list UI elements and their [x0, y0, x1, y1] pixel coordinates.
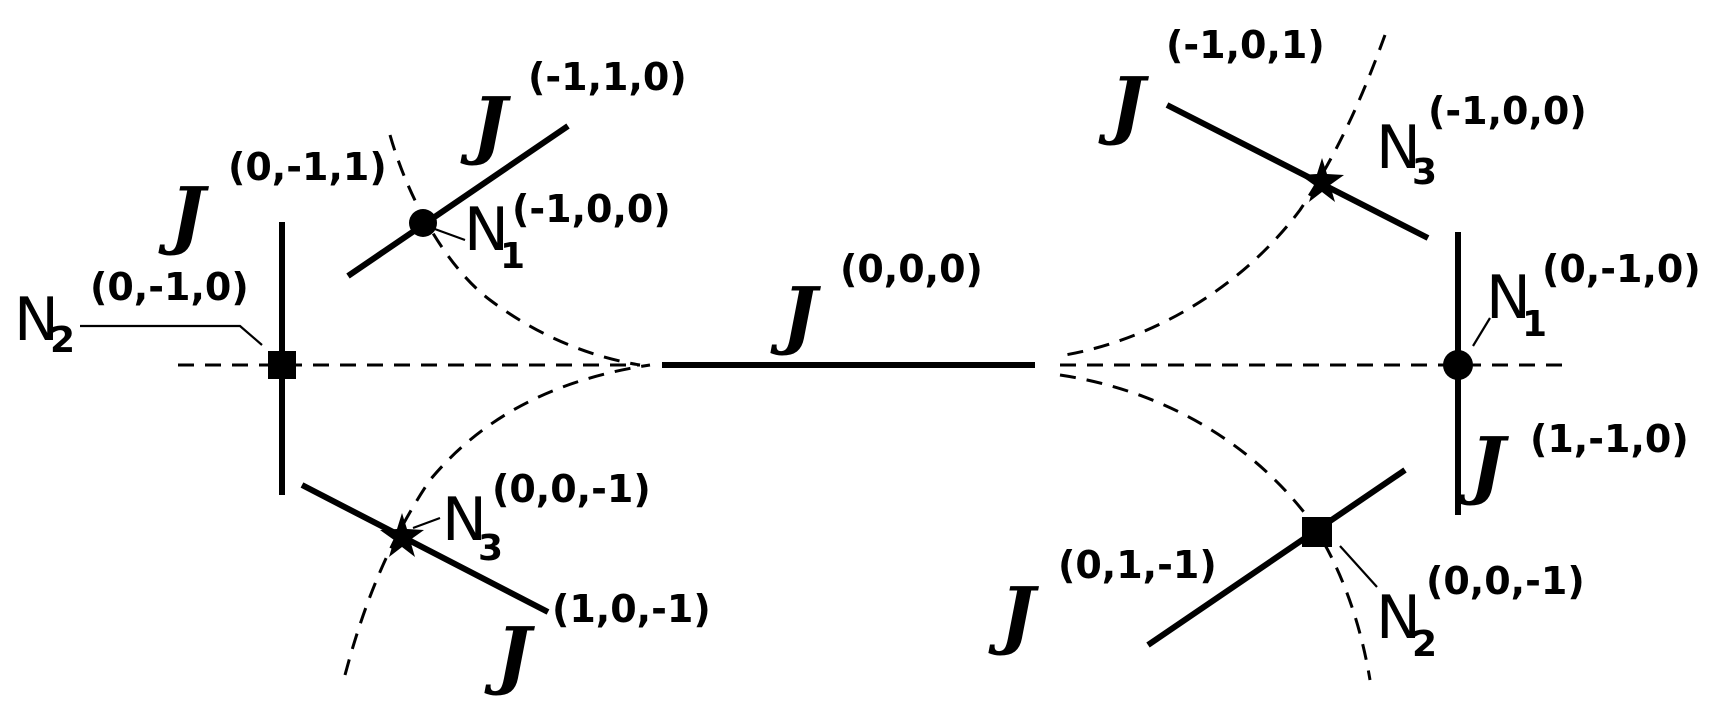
solid-segments: [279, 102, 1461, 648]
label-left-N2-symbol: N: [14, 285, 59, 355]
label-J-0m11-symbol: J: [158, 172, 209, 258]
label-left-N3-sub: 3: [478, 528, 503, 569]
dashed-curve-left-upper: [388, 134, 641, 367]
label-left-N3-sup: (0,0,-1): [492, 467, 651, 511]
label-right-N2-sup: (0,0,-1): [1426, 559, 1585, 603]
label-J-m110-symbol: J: [460, 82, 511, 168]
dashed-curve-left-lower: [343, 363, 651, 676]
label-J-0m11-sup: (0,-1,1): [228, 145, 387, 189]
line-J-m101: [1165, 102, 1430, 241]
label-right-N2-symbol: N: [1376, 583, 1421, 653]
label-right-N3-sup: (-1,0,0): [1428, 89, 1587, 133]
label-left-N2-sup: (0,-1,0): [90, 265, 249, 309]
label-right-N3-symbol: N: [1376, 113, 1421, 183]
label-left-N1-sup: (-1,0,0): [512, 187, 671, 231]
label-J-1m10-sup: (1,-1,0): [1530, 417, 1689, 461]
leader-left-N1: [431, 226, 466, 242]
leader-left-N2: [80, 324, 263, 346]
label-right-N2-sub: 2: [1412, 624, 1437, 665]
leader-right-N1: [1472, 317, 1491, 347]
label-J-01m1-sup: (0,1,-1): [1058, 543, 1217, 587]
left-N1-circle-marker: [409, 209, 437, 237]
leader-left-N3: [412, 516, 441, 530]
label-left-N2-sub: 2: [50, 320, 75, 361]
line-J-01m1: [1146, 467, 1407, 648]
label-J-10m1-symbol: J: [484, 612, 535, 698]
dashed-guides: [178, 34, 1565, 681]
label-J-1m10-symbol: J: [1458, 422, 1509, 508]
label-left-N1-symbol: N: [464, 195, 509, 265]
dashed-curve-right-upper: [1064, 34, 1387, 357]
label-J-10m1-sup: (1,0,-1): [552, 587, 711, 631]
label-J-m110-sup: (-1,1,0): [528, 55, 687, 99]
right-N3-star-marker: [1300, 158, 1344, 202]
left-N3-star-marker: [380, 513, 424, 557]
label-right-N1-sub: 1: [1522, 304, 1547, 345]
label-right-N3-sub: 3: [1412, 152, 1437, 193]
right-N2-square-marker: [1302, 517, 1332, 547]
label-left-N1-sub: 1: [500, 236, 525, 277]
leader-right-N2: [1339, 545, 1378, 588]
label-J-01m1-symbol: J: [988, 572, 1039, 658]
label-left-N3-symbol: N: [442, 485, 487, 555]
label-J-m101-sup: (-1,0,1): [1166, 23, 1325, 67]
line-J-10m1: [300, 482, 550, 615]
label-J-000-sup: (0,0,0): [840, 247, 983, 291]
right-N1-circle-marker: [1443, 350, 1473, 380]
label-right-N1-sup: (0,-1,0): [1542, 247, 1701, 291]
left-N2-square-marker: [268, 351, 296, 379]
line-J-m110: [346, 123, 570, 279]
label-J-m101-symbol: J: [1098, 62, 1149, 148]
markers: [268, 158, 1473, 557]
leader-lines: [80, 226, 1491, 588]
label-right-N1-symbol: N: [1486, 263, 1531, 333]
label-J-000-symbol: J: [770, 272, 821, 358]
dashed-curve-right-lower: [1059, 373, 1372, 681]
